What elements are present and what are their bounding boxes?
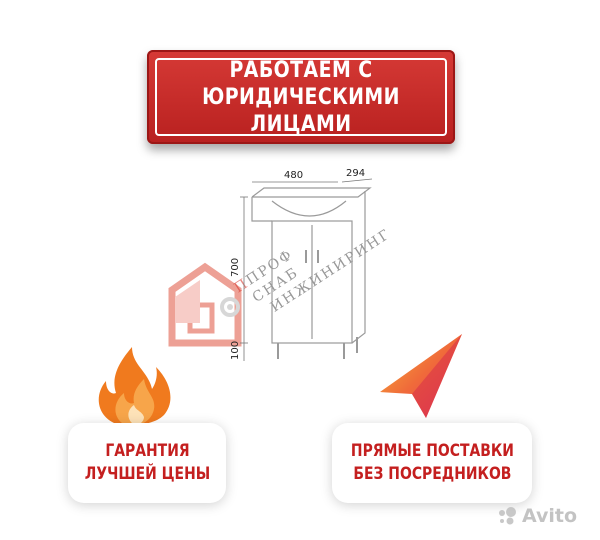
best-price-line-2: ЛУЧШЕЙ ЦЕНЫ <box>84 464 210 484</box>
best-price-card: ГАРАНТИЯ ЛУЧШЕЙ ЦЕНЫ <box>68 423 226 503</box>
company-logo <box>168 262 242 347</box>
cabinet-drawing: ППРОФ СНАБ ИНЖИНИРИНГ 480 2 <box>168 168 394 361</box>
dimension-height: 700 <box>230 258 241 277</box>
avito-watermark-text: Avito <box>522 505 578 527</box>
flame-icon <box>98 347 171 425</box>
cursor-arrow-icon <box>380 334 462 418</box>
best-price-text: ГАРАНТИЯ ЛУЧШЕЙ ЦЕНЫ <box>84 440 209 486</box>
banner-border <box>155 58 447 136</box>
dimension-legs: 100 <box>230 341 241 360</box>
top-banner: РАБОТАЕМ С ЮРИДИЧЕСКИМИ ЛИЦАМИ <box>147 50 455 144</box>
avito-watermark: Avito <box>496 503 577 529</box>
direct-supply-line-2: БЕЗ ПОСРЕДНИКОВ <box>352 464 512 484</box>
banner-line-1: РАБОТАЕМ С <box>229 57 373 83</box>
direct-supply-line-1: ПРЯМЫЕ ПОСТАВКИ <box>350 441 514 461</box>
logo-gear-icon <box>220 297 240 317</box>
dimension-width: 480 <box>284 170 303 181</box>
cabinet-outline <box>251 187 372 359</box>
logo-house-icon <box>168 262 242 347</box>
dimension-lines <box>240 178 373 361</box>
direct-supply-text: ПРЯМЫЕ ПОСТАВКИ БЕЗ ПОСРЕДНИКОВ <box>350 440 513 486</box>
banner-title: РАБОТАЕМ С ЮРИДИЧЕСКИМИ ЛИЦАМИ <box>169 57 434 138</box>
best-price-line-1: ГАРАНТИЯ <box>104 441 190 461</box>
direct-supply-card: ПРЯМЫЕ ПОСТАВКИ БЕЗ ПОСРЕДНИКОВ <box>332 423 532 503</box>
avito-dots-icon <box>499 507 516 525</box>
dimension-depth: 294 <box>346 168 365 179</box>
banner-line-2: ЮРИДИЧЕСКИМИ ЛИЦАМИ <box>202 84 400 137</box>
